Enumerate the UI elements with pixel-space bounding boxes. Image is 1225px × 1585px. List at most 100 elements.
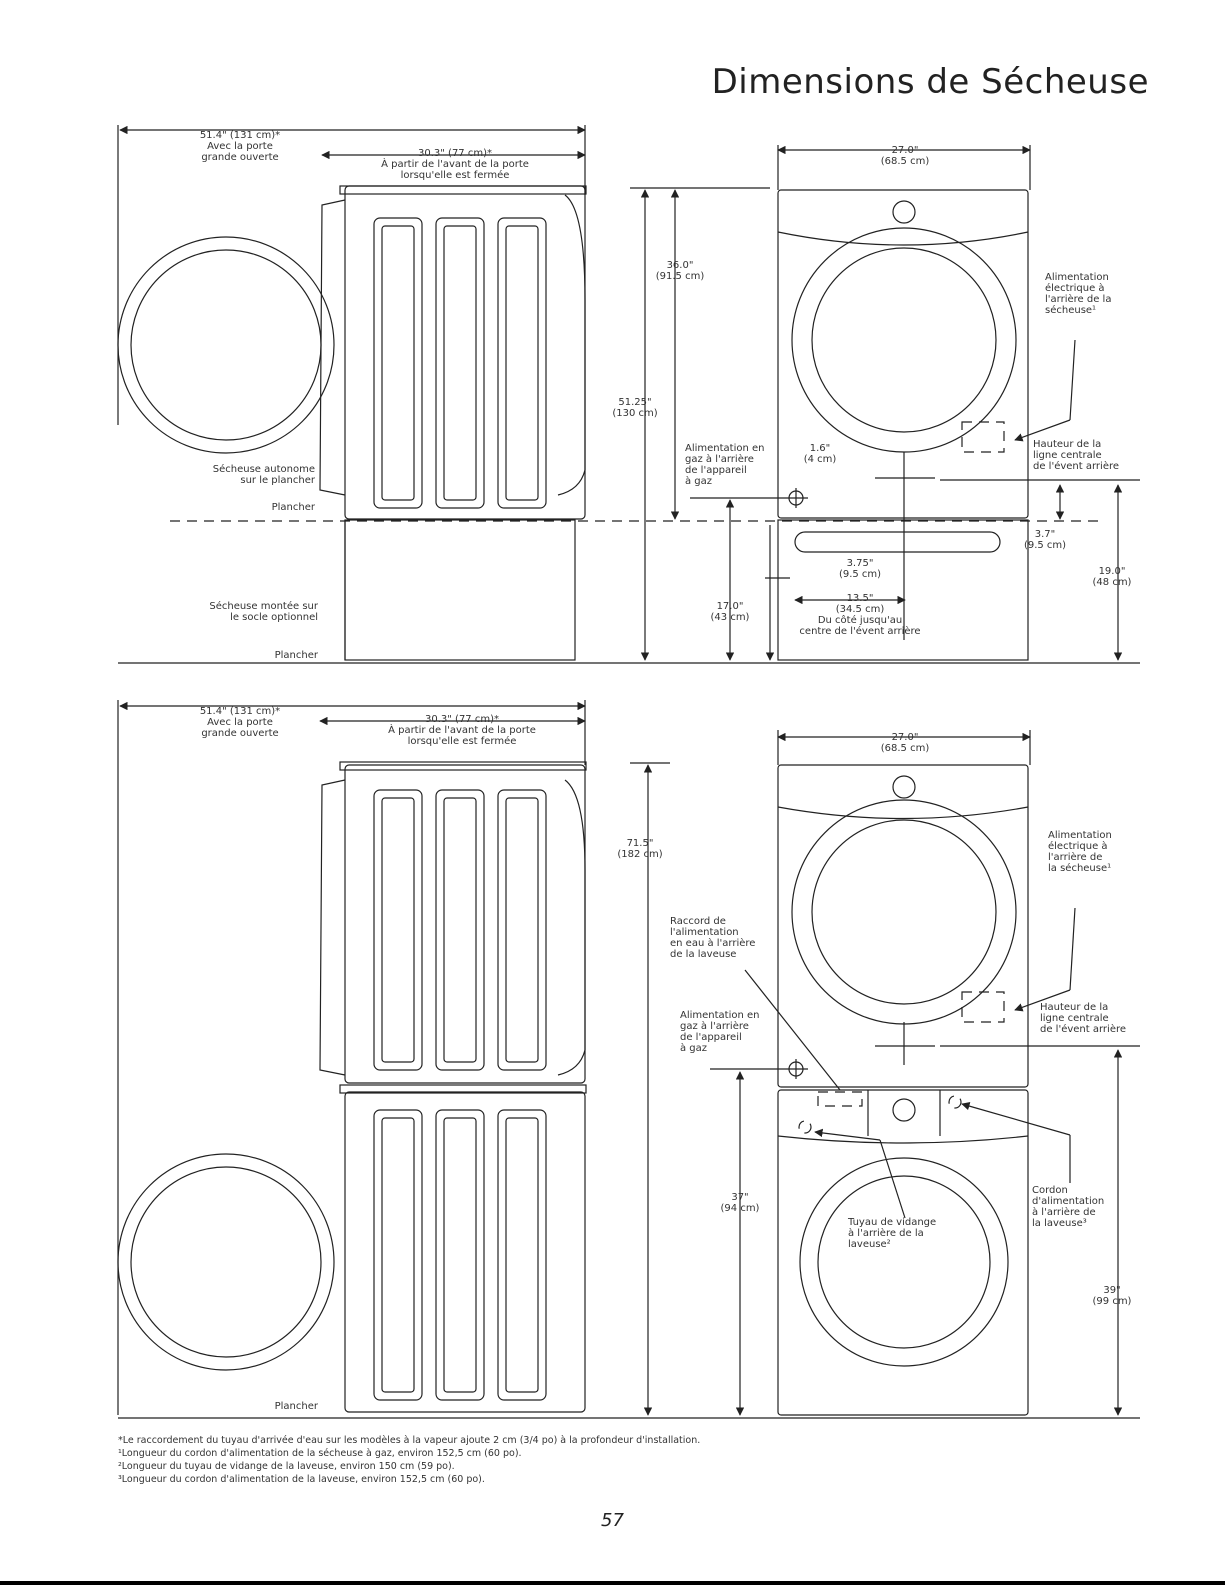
bottom-width-label-line: 27.0" [892, 732, 919, 743]
bottom-door-open-label-line: 51.4" (131 cm)* [200, 706, 280, 717]
top-freestanding-label-line: sur le plancher [240, 475, 316, 486]
footnote-2: ²Longueur du tuyau de vidange de la lave… [118, 1461, 455, 1472]
top-front-glass [811, 247, 997, 433]
bottom-power-arrow [1014, 989, 1071, 1012]
top-door-open-label-line: grande ouverte [201, 152, 278, 163]
bottom-cord-arrow [961, 1102, 1071, 1136]
bottom-washer-cord-circle [948, 1095, 962, 1109]
top-vent-center-label-line: Du côté jusqu'au [818, 614, 902, 626]
footnotes: *Le raccordement du tuyau d'arrivée d'ea… [118, 1434, 1118, 1486]
top-floor-label: Plancher [272, 502, 316, 513]
top-floor-label-2-line: Plancher [275, 650, 319, 661]
bottom-power-label-line: l'arrière de [1048, 851, 1102, 863]
top-side-offset-label-line: (9.5 cm) [839, 569, 881, 580]
top-gas-label-line: gaz à l'arrière [685, 453, 754, 465]
bottom-dryer-slot-inner [443, 797, 477, 1063]
top-vent-height-label-line: (48 cm) [1093, 577, 1132, 588]
top-door-open-label-line: 51.4" (131 cm)* [200, 130, 280, 141]
bottom-washer-power-label-line: d'alimentation [1032, 1196, 1104, 1207]
bottom-washer-power-label-line: à l'arrière de [1032, 1206, 1096, 1218]
bottom-depth-label-line: À partir de l'avant de la porte [388, 723, 536, 736]
bottom-water-label-line: Raccord de [670, 916, 726, 927]
bottom-dryer-top [339, 761, 587, 771]
bottom-washer-slot-inner [443, 1117, 477, 1393]
top-dryer-door-side [319, 199, 346, 496]
bottom-gas-label-line: Alimentation en [680, 1010, 760, 1021]
top-vent-offset-label-line: (9.5 cm) [1024, 540, 1066, 551]
top-open-door-glass [130, 249, 322, 441]
bottom-dryer-back-panel [557, 779, 586, 1076]
top-total-height-label: 51.25"(130 cm) [612, 397, 657, 419]
bottom-dryer-slot-inner [381, 797, 415, 1063]
top-vent-height-caption-line: de l'évent arrière [1033, 460, 1119, 472]
top-depth-label-line: À partir de l'avant de la porte [381, 157, 529, 170]
top-front-panel-curve [777, 231, 1029, 246]
top-pedestal-height-label: 17.0"(43 cm) [711, 601, 750, 623]
bottom-dryer-door-side [319, 779, 346, 1076]
bottom-washer-glass [817, 1175, 991, 1349]
bottom-vent-height-label-line: (99 cm) [1093, 1296, 1132, 1307]
top-dryer-slot [435, 217, 485, 509]
bottom-total-height-label-line: 71.5" [627, 838, 654, 849]
top-pedestal [344, 519, 576, 661]
page-number: 57 [601, 1510, 624, 1531]
bottom-washer-panel-curve [777, 1135, 1029, 1144]
bottom-water-label-line: de la laveuse [670, 949, 736, 960]
bottom-gas-height-label-line: 37" [731, 1192, 748, 1203]
top-depth-label-line: lorsqu'elle est fermée [401, 169, 510, 181]
bottom-depth-label-line: lorsqu'elle est fermée [408, 735, 517, 747]
bottom-depth-label: 30.3" (77 cm)*À partir de l'avant de la … [388, 714, 536, 747]
bottom-gas-label-line: de l'appareil [680, 1032, 742, 1043]
top-floor-label-2: Plancher [275, 650, 319, 661]
top-front-door [791, 227, 1017, 453]
top-freestanding-label-line: Sécheuse autonome [213, 463, 315, 475]
bottom-power-leader [1069, 907, 1076, 991]
top-front-pedestal [777, 519, 1029, 661]
top-power-label-line: Alimentation [1045, 272, 1109, 283]
top-open-door [117, 236, 335, 454]
footnote-asterisk: *Le raccordement du tuyau d'arrivée d'ea… [118, 1435, 701, 1446]
bottom-border [0, 1581, 1225, 1585]
top-vent-height-caption-line: Hauteur de la [1033, 439, 1101, 450]
top-gas-offset-label: 1.6"(4 cm) [804, 443, 837, 465]
top-power-leader [1069, 339, 1076, 421]
top-floor-label-line: Plancher [272, 502, 316, 513]
top-gas-offset-label-line: (4 cm) [804, 454, 837, 465]
top-total-height-label-line: 51.25" [618, 397, 651, 408]
top-dryer-height-label-line: 36.0" [667, 260, 694, 271]
top-pedestal-handle [794, 531, 1001, 553]
top-depth-label: 30.3" (77 cm)*À partir de l'avant de la … [381, 148, 529, 181]
bottom-dryer-slot [497, 789, 547, 1071]
top-dryer-slot [373, 217, 423, 509]
bottom-drain-leader [879, 1139, 906, 1219]
bottom-vent-height-label-line: 39" [1103, 1285, 1120, 1296]
bottom-washer-slot-inner [381, 1117, 415, 1393]
top-vent-height-label: 19.0"(48 cm) [1093, 566, 1132, 588]
bottom-gas-height-label-line: (94 cm) [721, 1203, 760, 1214]
top-total-height-label-line: (130 cm) [612, 408, 657, 419]
bottom-open-door-glass [130, 1166, 322, 1358]
top-side-offset-label-line: 3.75" [847, 558, 874, 569]
bottom-total-height-label-line: (182 cm) [617, 849, 662, 860]
bottom-vent-height-label: 39"(99 cm) [1093, 1285, 1132, 1307]
top-width-label-line: (68.5 cm) [881, 156, 930, 167]
bottom-drain-label-line: à l'arrière de la [848, 1227, 924, 1239]
bottom-total-height-label: 71.5"(182 cm) [617, 838, 662, 860]
bottom-vent-height-caption-line: de l'évent arrière [1040, 1023, 1126, 1035]
top-pedestal-label-line: Sécheuse montée sur [209, 600, 319, 612]
top-power-label-line: électrique à [1045, 282, 1105, 294]
top-power-label-line: l'arrière de la [1045, 293, 1111, 305]
bottom-depth-label-line: 30.3" (77 cm)* [425, 714, 499, 725]
top-side-offset-label: 3.75"(9.5 cm) [839, 558, 881, 580]
top-vent-center-label-line: centre de l'évent arrière [799, 625, 920, 637]
bottom-dryer-slot [373, 789, 423, 1071]
top-dryer-slot-inner [381, 225, 415, 501]
